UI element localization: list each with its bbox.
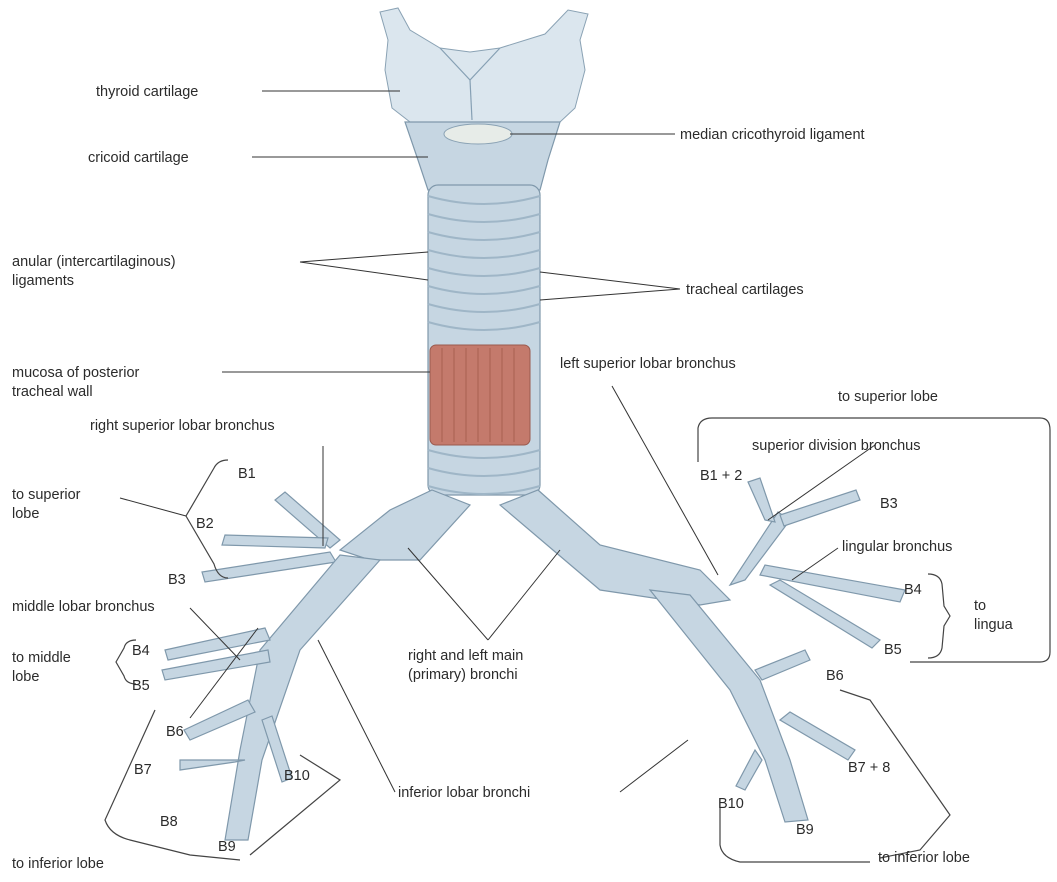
label-b10-right: B10 (284, 768, 310, 784)
label-b6-left: B6 (826, 668, 844, 684)
label-to-middle-lobe-line1: to middle (12, 650, 71, 666)
label-to-lingua-line2: lingua (974, 617, 1014, 633)
label-b4-right: B4 (132, 643, 150, 659)
label-middle-lobar-bronchus: middle lobar bronchus (12, 599, 155, 615)
label-b3-left: B3 (880, 496, 898, 512)
label-b7-8: B7 + 8 (848, 760, 890, 776)
label-b1-2: B1 + 2 (700, 468, 742, 484)
label-b5-right: B5 (132, 678, 150, 694)
label-to-superior-right-line1: to superior (12, 487, 81, 503)
label-superior-division-bronchus: superior division bronchus (752, 438, 920, 454)
label-cricoid-cartilage: cricoid cartilage (88, 150, 189, 166)
trachea-shape (428, 185, 540, 495)
label-mucosa-line1: mucosa of posterior (12, 365, 140, 381)
label-b4-left: B4 (904, 582, 922, 598)
label-b7: B7 (134, 762, 152, 778)
left-main-bronchus-shape (500, 490, 730, 605)
label-to-lingua-line1: to (974, 598, 986, 614)
label-b10-left: B10 (718, 796, 744, 812)
label-tracheal-cartilages: tracheal cartilages (686, 282, 804, 298)
label-to-inferior-lobe-right: to inferior lobe (12, 856, 104, 872)
median-cricothyroid-ligament-shape (444, 124, 512, 144)
label-anular-ligaments-line1: anular (intercartilaginous) (12, 254, 176, 270)
mucosa-shape (430, 345, 530, 445)
label-main-bronchi-line2: (primary) bronchi (408, 667, 518, 683)
label-thyroid-cartilage: thyroid cartilage (96, 84, 198, 100)
label-b5-left: B5 (884, 642, 902, 658)
label-anular-ligaments-line2: ligaments (12, 273, 74, 289)
brace-left-lingula (928, 574, 950, 658)
label-main-bronchi-line1: right and left main (408, 648, 523, 664)
label-b2: B2 (196, 516, 214, 532)
label-lingular-bronchus: lingular bronchus (842, 539, 952, 555)
label-b3-right: B3 (168, 572, 186, 588)
label-to-superior-lobe-left: to superior lobe (838, 389, 938, 405)
label-b6-right: B6 (166, 724, 184, 740)
label-b9-left: B9 (796, 822, 814, 838)
label-right-superior-lobar-bronchus: right superior lobar bronchus (90, 418, 275, 434)
label-b1: B1 (238, 466, 256, 482)
label-to-superior-right-line2: lobe (12, 506, 39, 522)
label-to-middle-lobe-line2: lobe (12, 669, 39, 685)
label-b8: B8 (160, 814, 178, 830)
label-median-cricothyroid-ligament: median cricothyroid ligament (680, 127, 865, 143)
right-main-bronchus-shape (340, 490, 470, 560)
label-inferior-lobar-bronchi: inferior lobar bronchi (398, 785, 530, 801)
label-left-superior-lobar-bronchus: left superior lobar bronchus (560, 356, 736, 372)
label-mucosa-line2: tracheal wall (12, 384, 93, 400)
label-to-inferior-lobe-left: to inferior lobe (878, 850, 970, 866)
label-b9-right: B9 (218, 839, 236, 855)
